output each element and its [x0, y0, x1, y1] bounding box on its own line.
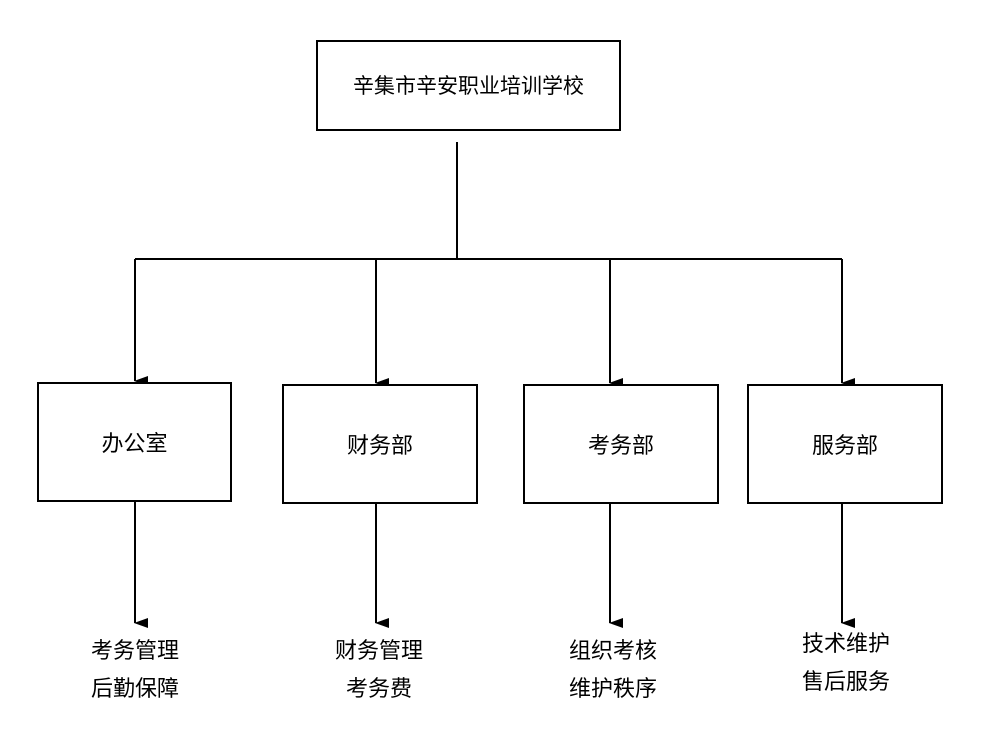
dept-exam: 考务部	[523, 384, 719, 504]
dept-service: 服务部	[747, 384, 943, 504]
duties-office: 考务管理 后勤保障	[55, 633, 215, 709]
duty-item: 后勤保障	[90, 677, 179, 702]
dept-office: 办公室	[37, 382, 232, 502]
root-title: 辛集市辛安职业培训学校	[353, 73, 584, 98]
dept-service-name: 服务部	[811, 434, 878, 459]
dept-office-name: 办公室	[101, 432, 168, 457]
duty-item: 财务管理	[334, 639, 423, 664]
duties-exam: 组织考核 维护秩序	[533, 633, 693, 709]
root-node: 辛集市辛安职业培训学校	[316, 40, 621, 131]
duty-item: 考务管理	[90, 639, 179, 664]
duty-item: 考务费	[345, 677, 412, 702]
duty-item: 售后服务	[801, 670, 890, 695]
dept-finance: 财务部	[282, 384, 478, 504]
duty-item: 组织考核	[568, 639, 657, 664]
dept-exam-name: 考务部	[587, 434, 654, 459]
duties-finance: 财务管理 考务费	[299, 633, 459, 709]
duty-item: 技术维护	[801, 632, 890, 657]
dept-finance-name: 财务部	[346, 434, 413, 459]
duties-service: 技术维护 售后服务	[766, 626, 926, 702]
duty-item: 维护秩序	[568, 677, 657, 702]
